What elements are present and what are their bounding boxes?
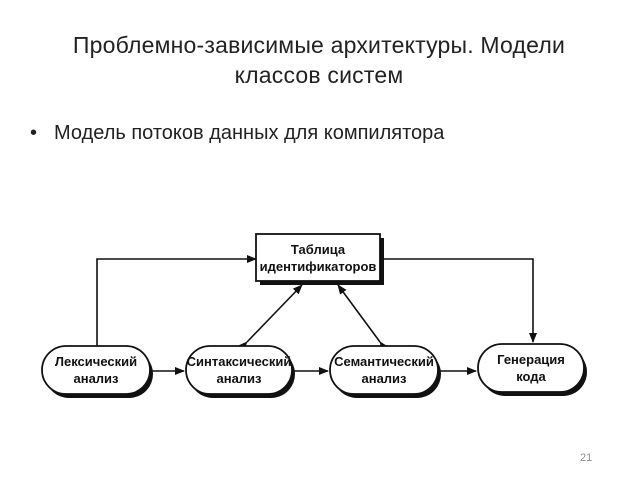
node-codegen-box (477, 343, 585, 393)
bullet-item: • Модель потоков данных для компилятора (28, 120, 444, 146)
slide-title-line-2: классов систем (234, 62, 404, 88)
node-semantic-line-1: Семантический (334, 354, 434, 369)
node-semantic-line-2: анализ (361, 371, 407, 386)
node-lexical-analysis: Лексический анализ (41, 345, 153, 398)
node-lexical-line-1: Лексический (55, 354, 137, 369)
slide-title: Проблемно-зависимые архитектуры. Модели … (20, 30, 618, 90)
node-symbol-table-line-1: Таблица (291, 242, 346, 257)
node-codegen-line-1: Генерация (497, 352, 565, 367)
slide-title-line-1: Проблемно-зависимые архитектуры. Модели (72, 32, 566, 58)
node-syntactic-box (185, 345, 293, 395)
arrow-semantic-table-bidirectional (337, 284, 389, 352)
bullet-text: Модель потоков данных для компилятора (54, 122, 445, 144)
connectors (96, 255, 537, 375)
page-number: 21 (580, 452, 593, 464)
node-lexical-line-2: анализ (73, 371, 119, 386)
arrow-syntactic-table-bidirectional (237, 284, 303, 352)
bullet-list: • Модель потоков данных для компилятора (28, 120, 444, 146)
node-syntactic-line-1: Синтаксический (187, 354, 292, 369)
arrow-table-to-codegen (384, 258, 537, 343)
node-symbol-table-line-2: идентификаторов (260, 259, 377, 274)
node-codegen-line-2: кода (516, 369, 546, 384)
node-syntactic-line-2: анализ (216, 371, 262, 386)
node-semantic-analysis: Семантический анализ (329, 345, 441, 398)
node-code-generation: Генерация кода (477, 343, 587, 396)
node-lexical-box (41, 345, 151, 395)
node-syntactic-analysis: Синтаксический анализ (185, 345, 295, 398)
arrow-lexical-to-table (96, 255, 257, 346)
node-symbol-table-box (255, 233, 381, 282)
node-semantic-box (329, 345, 439, 395)
bullet-marker: • (30, 122, 38, 144)
node-symbol-table: Таблица идентификаторов (255, 233, 384, 285)
